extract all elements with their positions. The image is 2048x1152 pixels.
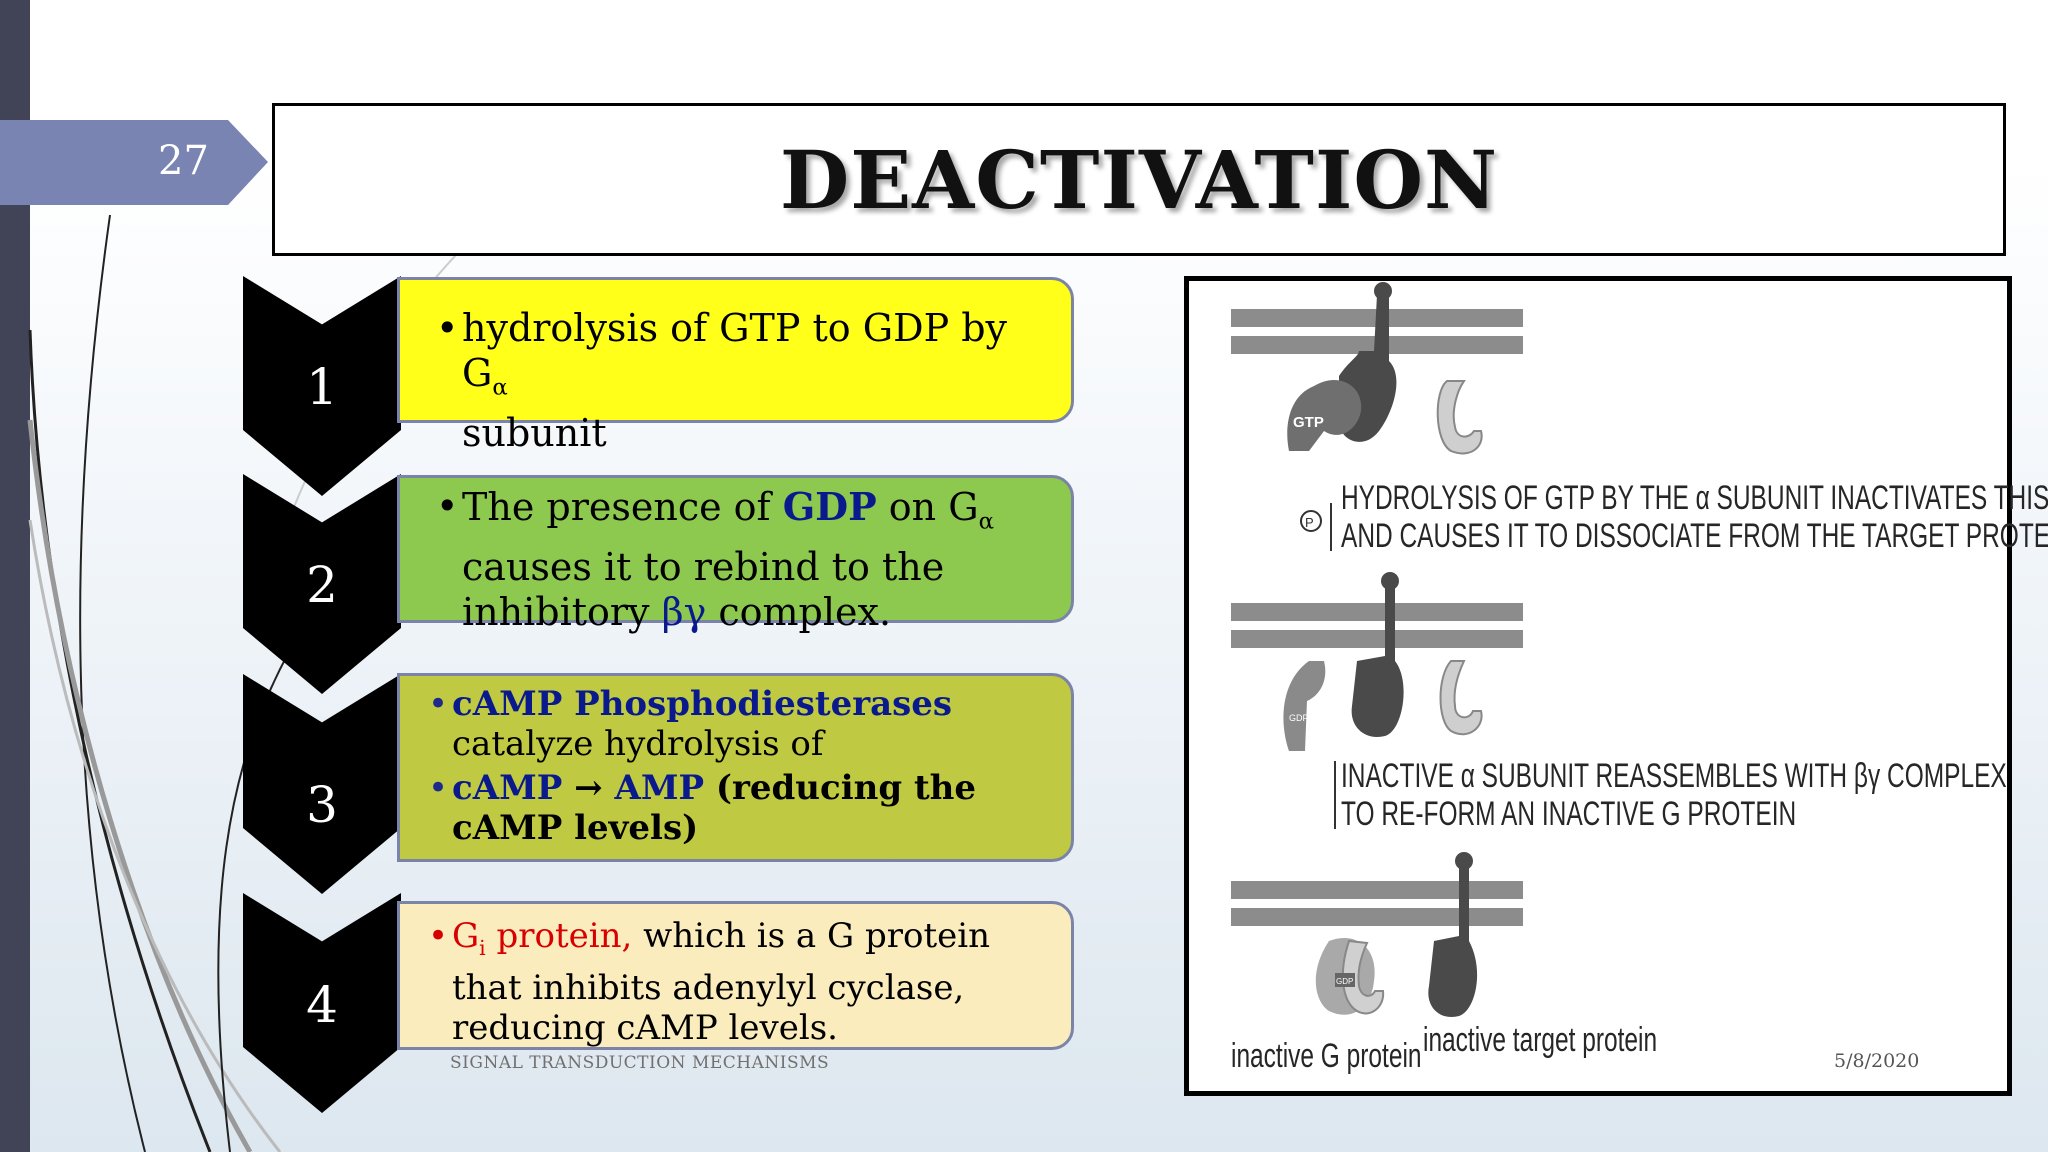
- caption-2-line-2: TO RE-FORM AN INACTIVE G PROTEIN: [1341, 795, 1797, 833]
- gdp-label-2: GDP: [1289, 713, 1309, 723]
- title-box: DEACTIVATION: [272, 103, 2006, 256]
- caption-1-line-2: AND CAUSES IT TO DISSOCIATE FROM THE TAR…: [1341, 517, 2048, 555]
- slide-number-tab: 27: [0, 120, 268, 205]
- step-4-text: Gi protein, which is a G protein that in…: [428, 916, 1059, 1048]
- label-inactive-target-protein: inactive target protein: [1423, 1021, 1658, 1059]
- slide-title: DEACTIVATION: [779, 132, 1499, 227]
- step-number-2: 2: [306, 556, 338, 614]
- step-3-line-2: cAMP → AMP (reducing the cAMP levels): [428, 768, 1059, 848]
- step-3-line-1: cAMP Phosphodiesterases catalyze hydroly…: [428, 684, 1059, 764]
- step-box-3: cAMP Phosphodiesterases catalyze hydroly…: [397, 673, 1074, 862]
- step-number-1: 1: [306, 358, 338, 416]
- figure-illustration: GTP P GDP: [1231, 282, 1523, 1017]
- caption-2-line-1: INACTIVE α SUBUNIT REASSEMBLES WITH βγ C…: [1341, 757, 2007, 795]
- phosphate-label: P: [1305, 515, 1314, 530]
- step-number-3: 3: [306, 776, 338, 834]
- slide-number: 27: [158, 138, 209, 184]
- gtp-label: GTP: [1293, 414, 1324, 431]
- step-number-4: 4: [306, 976, 338, 1034]
- caption-1-line-1: HYDROLYSIS OF GTP BY THE α SUBUNIT INACT…: [1341, 479, 2048, 517]
- deactivation-figure: GTP P GDP: [1184, 276, 2048, 1096]
- label-inactive-g-protein: inactive G protein: [1231, 1037, 1422, 1075]
- slide-date: 5/8/2020: [1834, 1050, 1920, 1072]
- footer-text: SIGNAL TRANSDUCTION MECHANISMS: [450, 1053, 830, 1073]
- gdp-label-3: GDP: [1336, 977, 1353, 986]
- step-box-4: Gi protein, which is a G protein that in…: [397, 901, 1074, 1050]
